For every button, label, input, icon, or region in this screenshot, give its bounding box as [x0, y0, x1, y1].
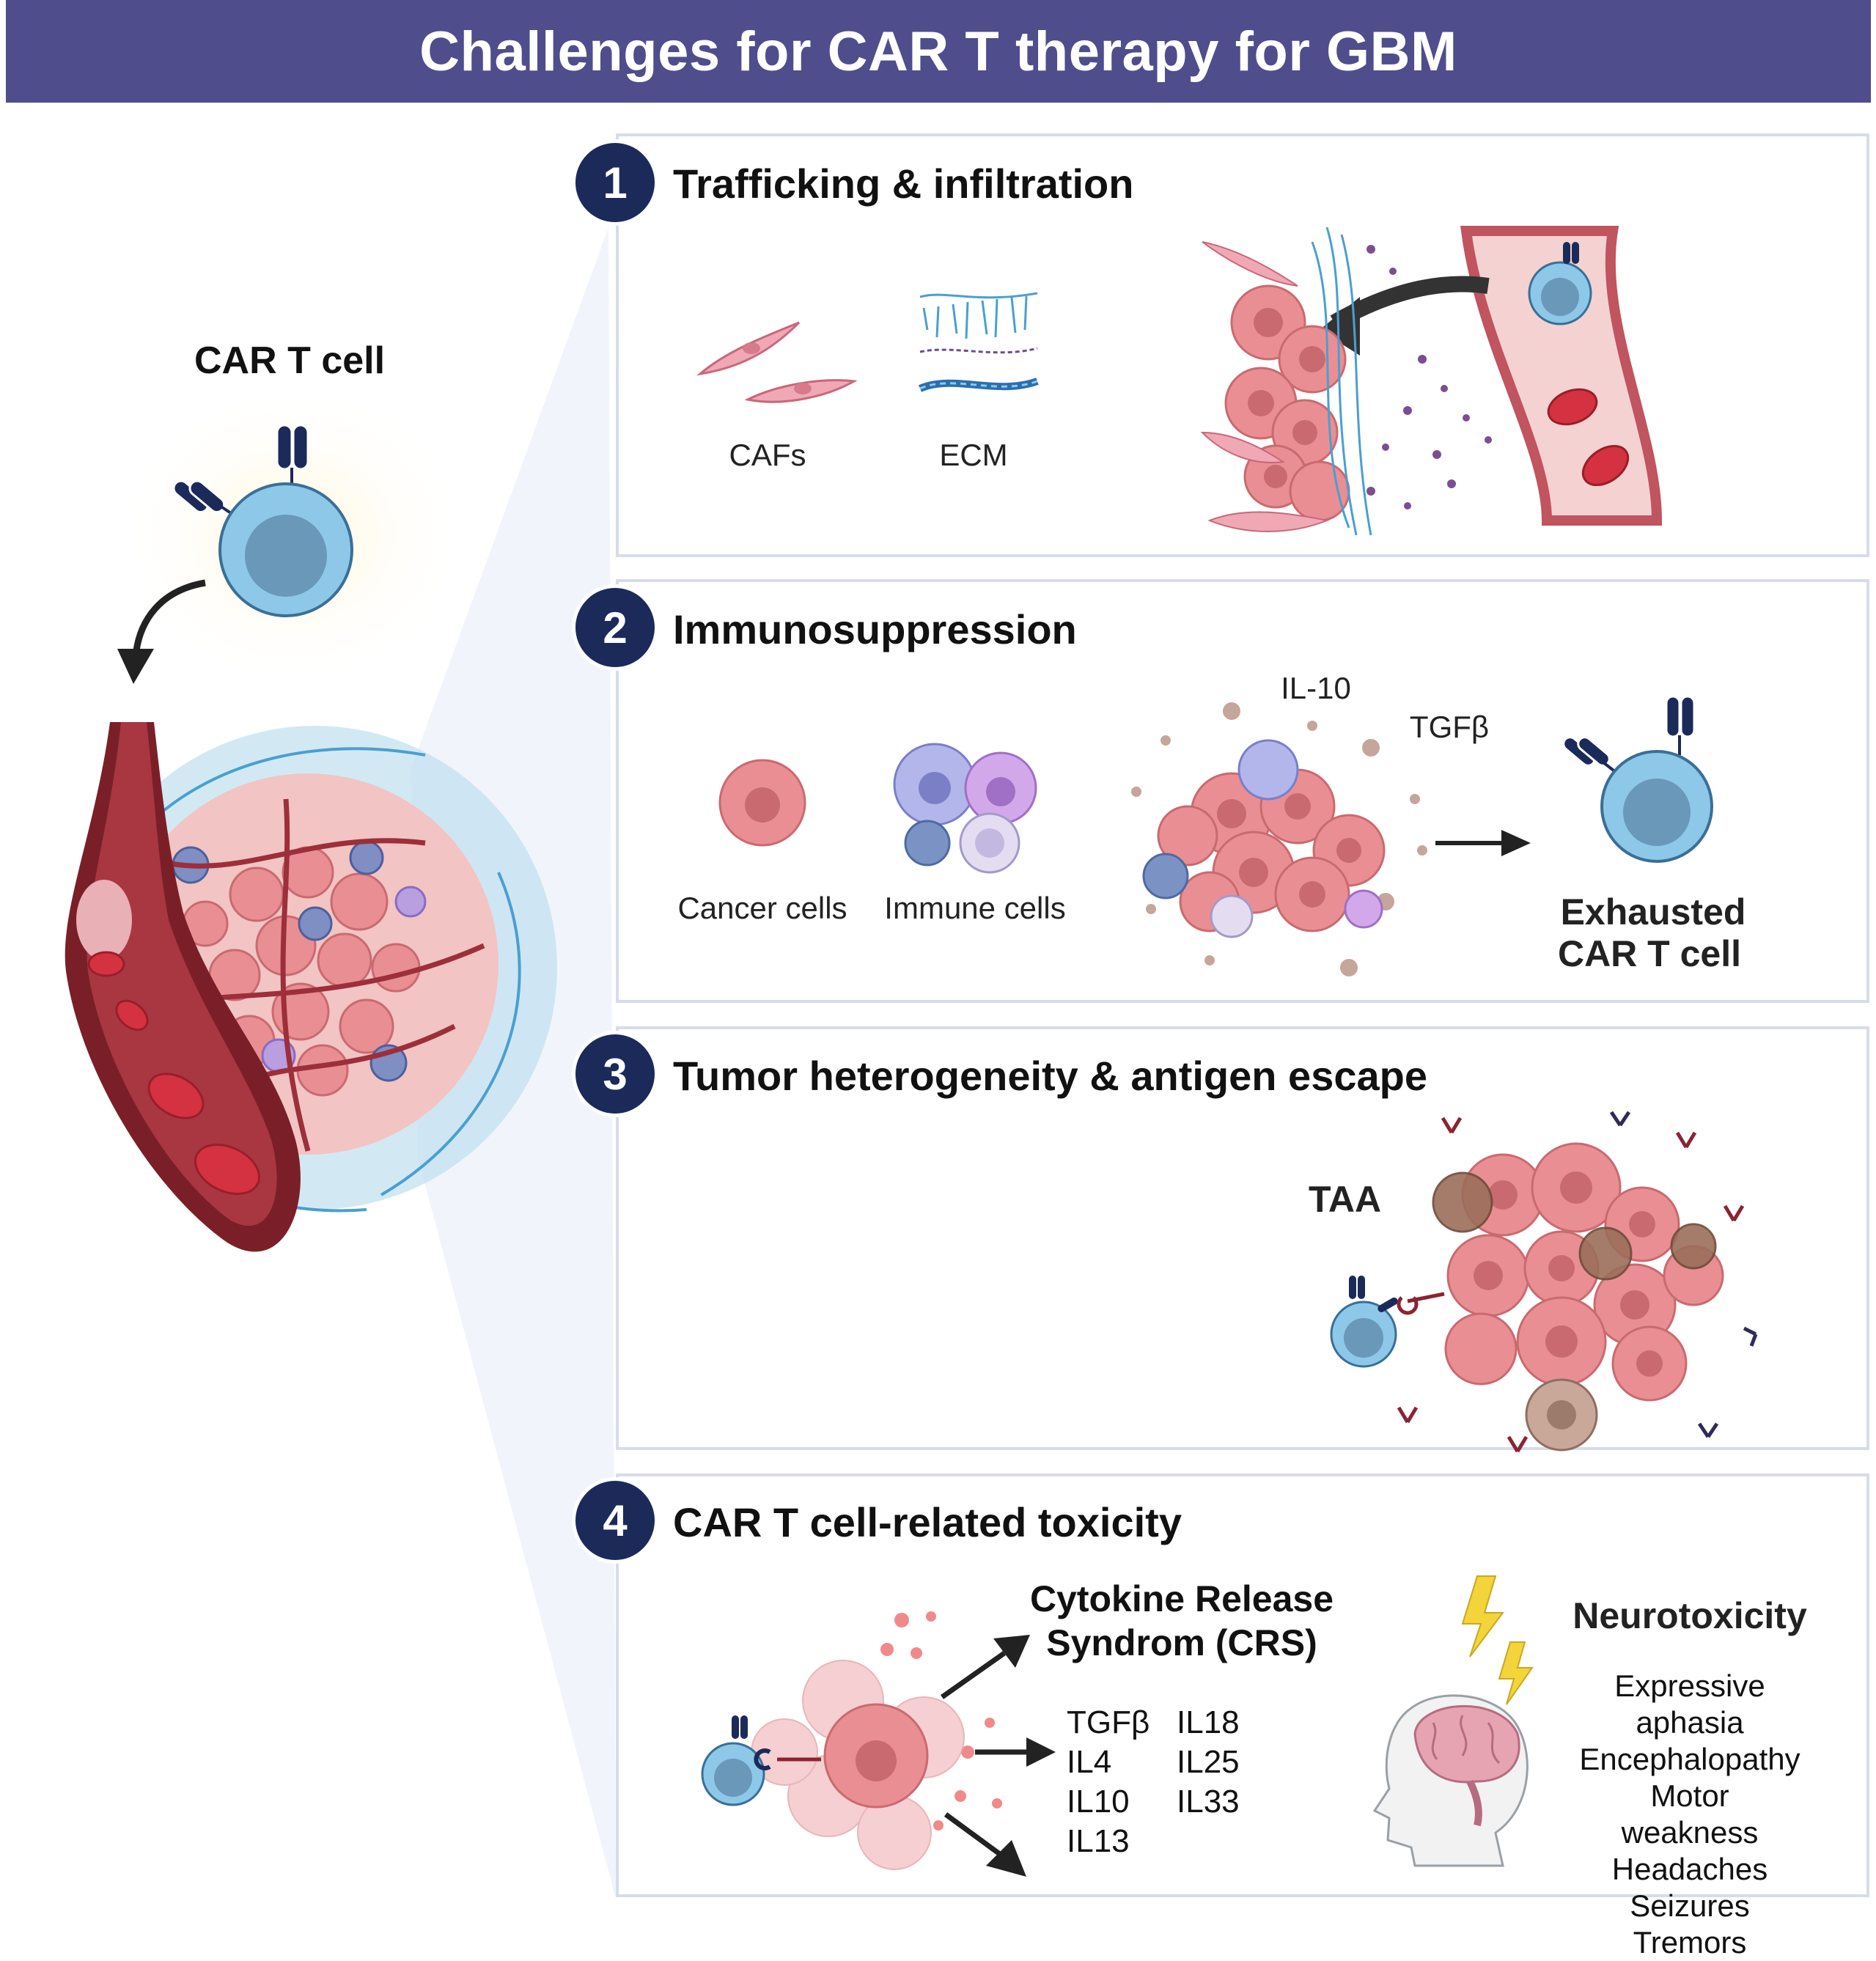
- taa-label: TAA: [1309, 1179, 1382, 1220]
- arrow-icon: [1435, 830, 1531, 856]
- arrow-icon: [940, 1635, 1030, 1699]
- cytokine-item: IL13: [1067, 1823, 1130, 1859]
- neuro-item: Seizures: [1630, 1888, 1750, 1923]
- cafs-label: CAFs: [729, 438, 806, 472]
- panel-3-badge: 3: [572, 1031, 658, 1117]
- immune-cells-label: Immune cells: [884, 891, 1066, 925]
- heterogeneous-tumor-icon: [1330, 1111, 1758, 1453]
- arrow-icon: [943, 1812, 1026, 1877]
- immune-cells-icon: [893, 743, 1037, 874]
- exhausted-label-line-2: CAR T cell: [1557, 933, 1742, 974]
- crs-title-line-1: Cytokine Release: [1029, 1578, 1334, 1619]
- crs-tumor-scene: [701, 1611, 1002, 1870]
- panel-3-title: Tumor heterogeneity & antigen escape: [673, 1053, 1427, 1099]
- neuro-item: Tremors: [1633, 1925, 1747, 1960]
- panel-2-title: Immunosuppression: [673, 606, 1077, 652]
- neurotoxicity-list: Expressive aphasia Encephalopathy Motor …: [1579, 1668, 1800, 1961]
- head-brain-icon: [1372, 1575, 1534, 1867]
- exhausted-tcell-icon: [1562, 695, 1713, 863]
- tgfb-label: TGFβ: [1409, 710, 1490, 744]
- cytokine-item: TGFβ: [1067, 1704, 1150, 1740]
- exhausted-label-line-1: Exhausted: [1560, 891, 1746, 932]
- ecm-label: ECM: [939, 438, 1008, 472]
- cytokine-item: IL10: [1067, 1784, 1130, 1820]
- cytokine-item: IL18: [1177, 1704, 1240, 1740]
- neuro-item: Expressive aphasia: [1614, 1668, 1765, 1740]
- ecm-icon: [918, 292, 1039, 392]
- caf-icon: [696, 321, 858, 403]
- neuro-item: Headaches: [1611, 1852, 1768, 1886]
- car-t-cell-label: CAR T cell: [194, 339, 386, 382]
- lightning-icon: [1461, 1575, 1534, 1705]
- cytokine-item: IL33: [1177, 1784, 1240, 1820]
- cytokine-item: IL4: [1067, 1744, 1112, 1780]
- il10-label: IL-10: [1281, 671, 1351, 705]
- arrow-icon: [117, 579, 206, 684]
- crs-title-line-2: Syndrom (CRS): [1046, 1622, 1317, 1663]
- arrow-icon: [975, 1737, 1056, 1767]
- panel-4-title: CAR T cell-related toxicity: [673, 1499, 1182, 1545]
- page-title: Challenges for CAR T therapy for GBM: [419, 20, 1457, 83]
- cancer-cells-label: Cancer cells: [677, 891, 847, 925]
- panel-2-badge: 2: [572, 584, 658, 671]
- neuro-item: Motor weakness: [1621, 1778, 1759, 1850]
- panel-1-badge: 1: [572, 139, 658, 226]
- cancer-cell-icon: [718, 759, 806, 847]
- blood-vessel-icon: [65, 722, 301, 1252]
- cytokine-item: IL25: [1177, 1744, 1240, 1780]
- tcell-icon: [172, 424, 353, 617]
- neurotoxicity-title: Neurotoxicity: [1572, 1595, 1807, 1636]
- suppressive-tumor-icon: [1131, 702, 1427, 976]
- cytokine-list-col-2: IL18 IL25 IL33: [1177, 1703, 1240, 1822]
- panel-1-title: Trafficking & infiltration: [673, 161, 1134, 207]
- title-banner: Challenges for CAR T therapy for GBM: [6, 0, 1871, 103]
- cytokine-list-col-1: TGFβ IL4 IL10 IL13: [1067, 1703, 1149, 1861]
- panel-4-badge: 4: [572, 1477, 658, 1564]
- neuro-item: Encephalopathy: [1579, 1742, 1800, 1776]
- infiltration-scene: [1200, 226, 1663, 536]
